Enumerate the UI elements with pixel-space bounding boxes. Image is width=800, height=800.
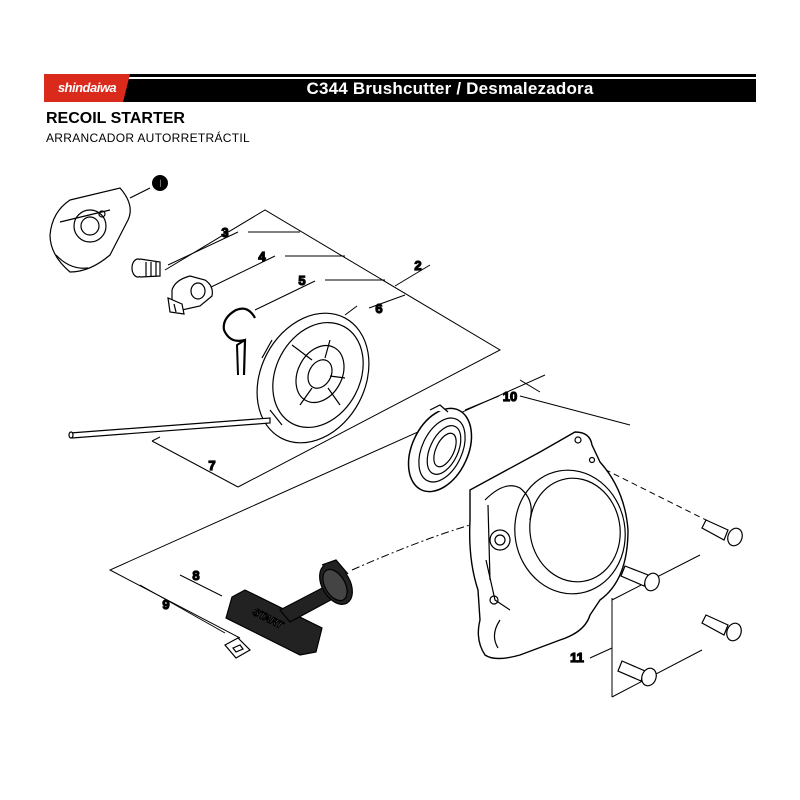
callout-9: 9	[162, 597, 169, 612]
header-bar	[44, 74, 756, 102]
part-9-insert	[224, 637, 251, 659]
part-8-handle	[225, 559, 353, 656]
part-11-bolts	[617, 519, 743, 687]
bolt-1	[701, 519, 743, 547]
page-title: C344 Brushcutter / Desmalezadora	[306, 79, 594, 98]
brand-logo: shindaiwa	[44, 74, 130, 102]
part-10-spring	[407, 404, 473, 493]
callout-7: 7	[208, 458, 215, 473]
part-6-reel	[256, 312, 370, 444]
callout-1: 1	[157, 177, 164, 191]
callout-8: 8	[192, 568, 199, 583]
part-1-pulley-cover	[49, 175, 168, 273]
callout-1-badge	[152, 175, 168, 191]
header-stripe	[44, 77, 756, 79]
part-4-ratchet	[167, 275, 213, 315]
callout-5: 5	[298, 273, 305, 288]
part-5-clip	[222, 307, 256, 376]
callout-11: 11	[570, 650, 584, 665]
callout-4: 4	[258, 249, 266, 264]
section-title: RECOIL STARTER	[46, 110, 185, 127]
bolt-3	[701, 614, 742, 642]
callout-10: 10	[503, 389, 517, 404]
leader-lines	[108, 209, 713, 698]
starter-housing	[469, 431, 629, 660]
bolt-4	[617, 660, 657, 687]
bolt-2	[620, 565, 660, 592]
callout-6: 6	[375, 301, 382, 316]
part-7-rope	[68, 417, 271, 439]
section-subtitle: ARRANCADOR AUTORRETRÁCTIL	[46, 131, 250, 145]
callout-2: 2	[414, 258, 421, 273]
part-3-screw	[131, 258, 161, 278]
callout-3: 3	[221, 225, 228, 240]
